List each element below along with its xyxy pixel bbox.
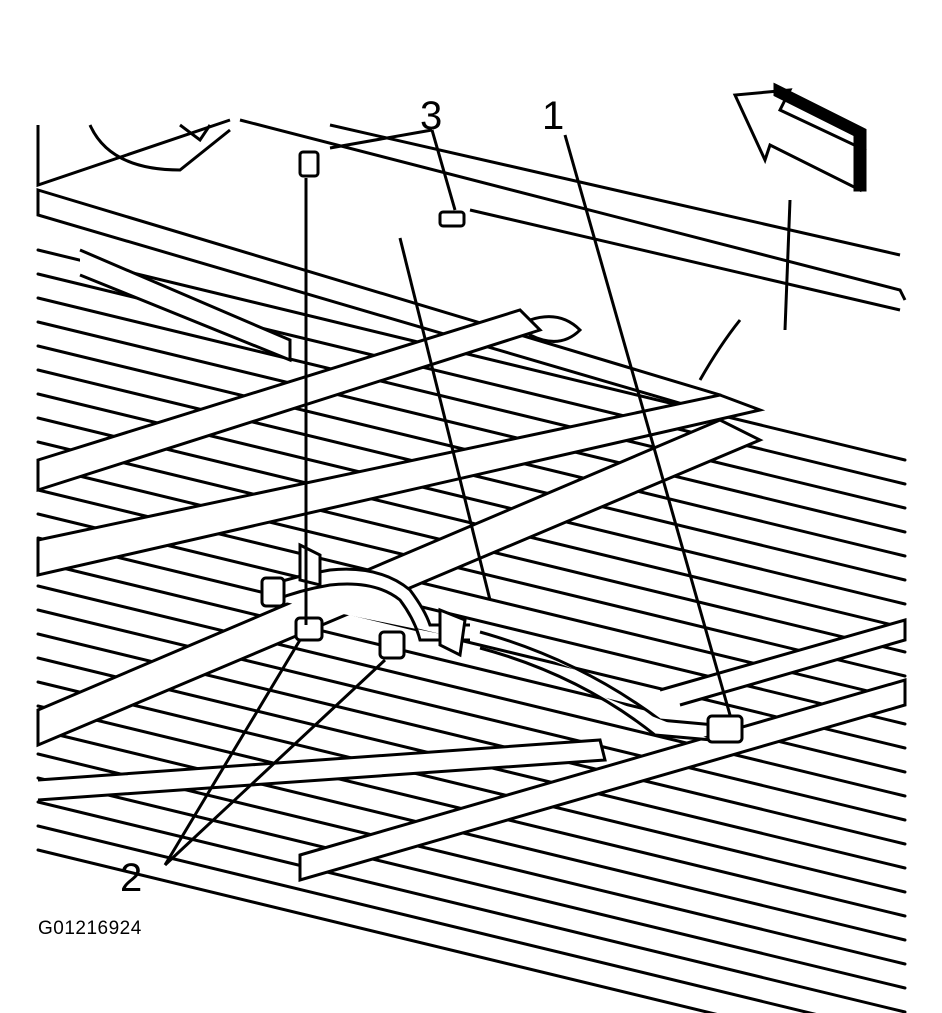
- floor-rib: [36, 608, 907, 822]
- floor-rib: [36, 296, 907, 510]
- fuel-vent-hose: [269, 567, 716, 742]
- front-arrow: [732, 82, 867, 331]
- floor-rib: [36, 776, 907, 990]
- floor-rib: [36, 824, 817, 1013]
- floor-rib: [36, 512, 907, 726]
- callout-number-1: 1: [542, 94, 565, 138]
- floor-rib: [36, 680, 907, 894]
- floor-pan-ribs: [36, 248, 907, 1013]
- floor-rib: [36, 728, 907, 942]
- callout-number-2: 2: [120, 856, 143, 900]
- callout-number-3: 3: [420, 94, 443, 138]
- hose-fittings: [260, 542, 744, 744]
- callout-leader-lines: [163, 128, 732, 867]
- floor-rib: [36, 464, 907, 678]
- floor-rib: [36, 248, 907, 462]
- body-panel-top: [36, 118, 907, 381]
- floor-rib: [36, 320, 907, 534]
- fasteners-3: [298, 150, 466, 228]
- floor-rib: [36, 536, 907, 750]
- figure-id-label: G01216924: [38, 918, 142, 939]
- floor-rib: [36, 584, 907, 798]
- floor-rib: [36, 848, 718, 1013]
